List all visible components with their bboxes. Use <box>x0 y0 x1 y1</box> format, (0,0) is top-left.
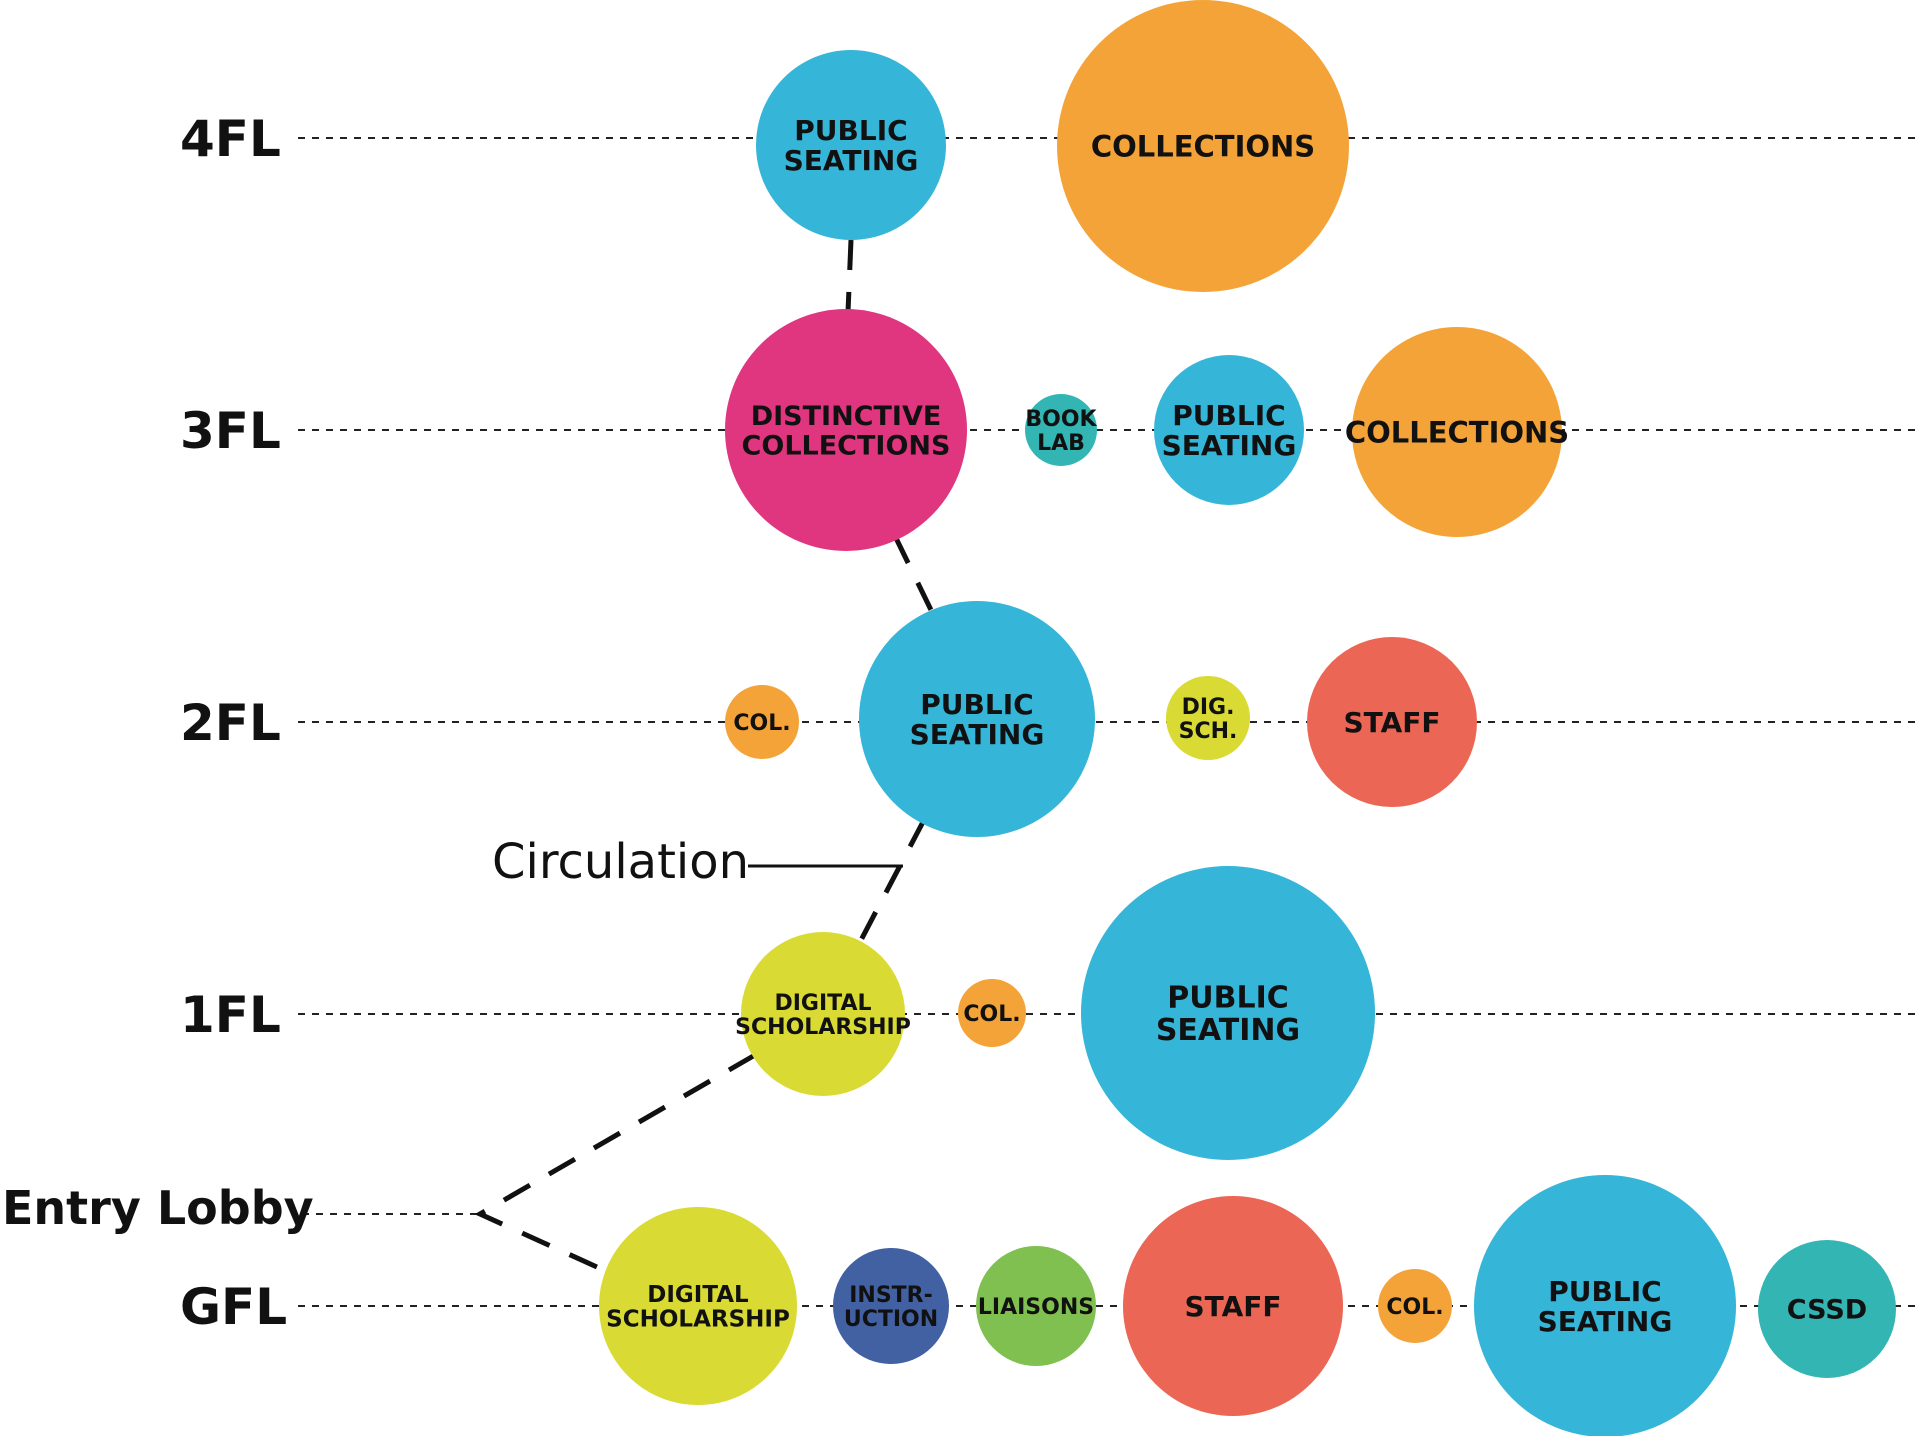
bubble-label: COL. <box>733 711 790 736</box>
bubble-circle <box>1154 355 1304 505</box>
bubble-label: SEATING <box>1162 429 1297 462</box>
bubble-circle <box>1025 394 1097 466</box>
floor-labels: 4FL 3FL 2FL 1FL GFL <box>180 110 287 1336</box>
bubble-gfl-staff: STAFF <box>1123 1196 1343 1416</box>
bubble-3fl-collections: COLLECTIONS <box>1345 327 1569 537</box>
bubble-label: COL. <box>1386 1295 1443 1320</box>
bubble-label: SCHOLARSHIP <box>606 1307 790 1333</box>
bubble-circle <box>1352 327 1562 537</box>
bubble-circle <box>1166 676 1250 760</box>
bubble-label: COLLECTIONS <box>1345 415 1569 449</box>
bubble-circle <box>859 601 1095 837</box>
bubble-label: SEATING <box>784 144 919 177</box>
bubble-circle <box>1123 1196 1343 1416</box>
bubble-label: SCH. <box>1179 719 1238 744</box>
bubble-label: COLLECTIONS <box>1091 129 1315 163</box>
bubble-circle <box>1378 1269 1452 1343</box>
bubble-label: SEATING <box>1156 1013 1300 1048</box>
bubble-label: LIAISONS <box>978 1295 1094 1320</box>
bubble-circle <box>1758 1240 1896 1378</box>
floor-label-4fl: 4FL <box>180 110 281 168</box>
bubble-label: BOOK <box>1025 407 1097 432</box>
bubble-circle <box>1057 0 1349 292</box>
floor-label-1fl: 1FL <box>180 986 281 1044</box>
bubble-label: INSTR- <box>849 1283 933 1308</box>
bubble-label: SCHOLARSHIP <box>735 1015 911 1040</box>
circulation-segment <box>857 818 927 944</box>
bubble-label: STAFF <box>1184 1290 1281 1323</box>
bubble-circle <box>725 309 967 551</box>
bubble-label: SEATING <box>1538 1305 1673 1338</box>
bubble-label: PUBLIC <box>1167 981 1289 1016</box>
bubble-2fl-staff: STAFF <box>1307 637 1477 807</box>
circulation-segment <box>845 239 854 313</box>
bubble-label: STAFF <box>1343 706 1440 739</box>
bubble-gfl-instruction: INSTR-UCTION <box>833 1248 949 1364</box>
bubble-label: LAB <box>1037 431 1085 456</box>
bubble-circle <box>1307 637 1477 807</box>
bubble-circle <box>725 685 799 759</box>
bubble-circle <box>1474 1175 1736 1436</box>
bubble-label: PUBLIC <box>920 688 1033 721</box>
bubble-label: PUBLIC <box>1548 1275 1661 1308</box>
bubble-circle <box>833 1248 949 1364</box>
floor-lines <box>298 137 1920 1307</box>
bubble-circle <box>976 1246 1096 1366</box>
floor-label-2fl: 2FL <box>180 694 281 752</box>
bubble-circle <box>958 979 1026 1047</box>
circulation-path <box>474 239 935 1275</box>
bubble-label: PUBLIC <box>1172 399 1285 432</box>
bubble-circle <box>1081 866 1375 1160</box>
bubble-label: COL. <box>963 1002 1020 1027</box>
bubble-gfl-col: COL. <box>1378 1269 1452 1343</box>
bubble-label: DIGITAL <box>774 991 871 1016</box>
bubble-label: DIG. <box>1182 695 1235 720</box>
bubble-label: SEATING <box>910 718 1045 751</box>
bubble-label: DISTINCTIVE <box>751 401 942 432</box>
bubble-circle <box>756 50 946 240</box>
bubble-circle <box>741 932 905 1096</box>
circulation-segment <box>892 534 935 614</box>
bubble-1fl-col: COL. <box>958 979 1026 1047</box>
bubble-2fl-col: COL. <box>725 685 799 759</box>
bubble-label: PUBLIC <box>794 114 907 147</box>
bubble-label: DIGITAL <box>647 1282 749 1308</box>
bubble-label: COLLECTIONS <box>742 430 951 461</box>
circulation-label: Circulation <box>492 834 749 890</box>
bubble-circle <box>599 1207 797 1405</box>
bubble-4fl-collections: COLLECTIONS <box>1057 0 1349 292</box>
bubble-2fl-dig-sch: DIG.SCH. <box>1166 676 1250 760</box>
bubble-label: UCTION <box>844 1307 938 1332</box>
bubble-label: CSSD <box>1787 1295 1867 1326</box>
bubble-gfl-liaisons: LIAISONS <box>976 1246 1096 1366</box>
floor-label-gfl: GFL <box>180 1278 287 1336</box>
circulation-segment <box>474 1052 757 1275</box>
floor-label-3fl: 3FL <box>180 402 281 460</box>
bubble-gfl-cssd: CSSD <box>1758 1240 1896 1378</box>
entry-lobby-label: Entry Lobby <box>2 1181 314 1235</box>
